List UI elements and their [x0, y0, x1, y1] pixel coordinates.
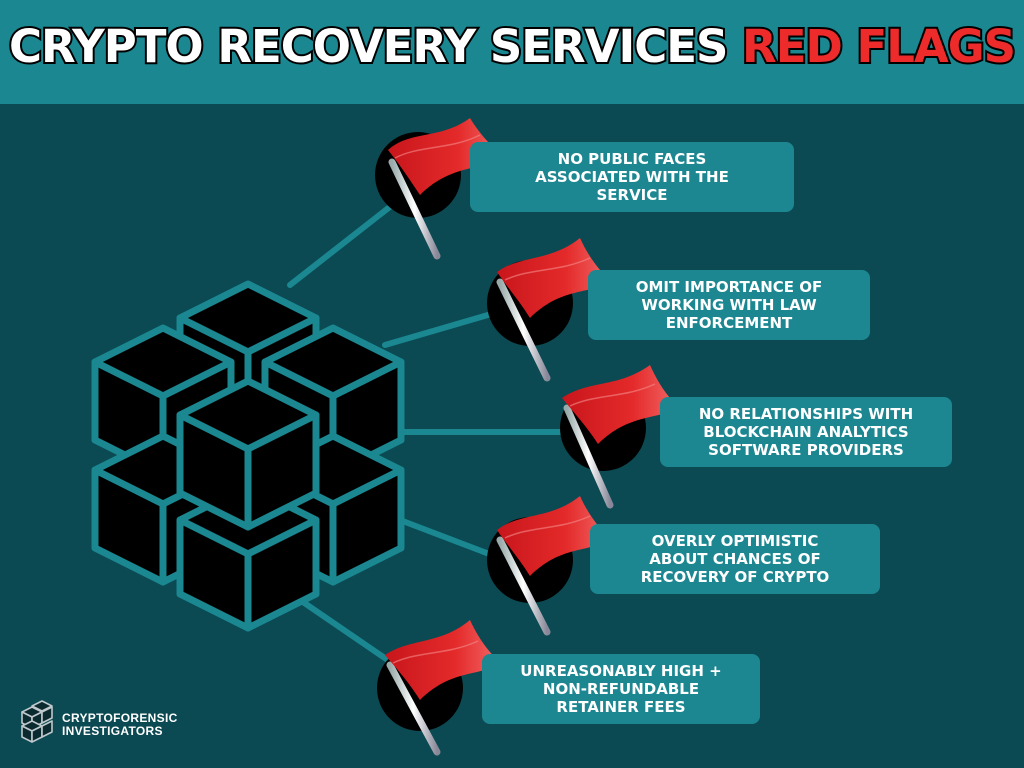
brand-name-line1: CRYPTOFORENSIC: [62, 711, 178, 725]
blockchain-cubes-icon: [91, 280, 405, 632]
brand-name-line2: INVESTIGATORS: [62, 724, 163, 738]
connector-line: [382, 307, 508, 348]
flag-label: OMIT IMPORTANCE OF WORKING WITH LAW ENFO…: [635, 278, 823, 332]
title-main: CRYPTO RECOVERY SERVICES: [7, 18, 730, 75]
flag-card-2: OMIT IMPORTANCE OF WORKING WITH LAW ENFO…: [588, 270, 870, 340]
flag-label: OVERLY OPTIMISTIC ABOUT CHANCES OF RECOV…: [640, 532, 830, 586]
red-flag-icon: [487, 238, 612, 382]
red-flag-icon: [377, 620, 502, 756]
flag-card-3: NO RELATIONSHIPS WITH BLOCKCHAIN ANALYTI…: [660, 397, 952, 467]
logo-cube-icon: [21, 700, 53, 743]
page-title: CRYPTO RECOVERY SERVICES RED FLAGS: [0, 17, 1024, 77]
title-highlight: RED FLAGS: [740, 18, 1018, 75]
connector-lines: [287, 192, 573, 668]
connector-line: [297, 597, 398, 668]
red-flag-icon: [487, 496, 612, 636]
flag-label: NO PUBLIC FACES ASSOCIATED WITH THE SERV…: [535, 150, 729, 204]
red-flag-icon: [560, 365, 680, 509]
connector-line: [287, 192, 408, 288]
connector-line: [397, 517, 508, 563]
flag-card-5: UNREASONABLY HIGH + NON-REFUNDABLE RETAI…: [482, 654, 760, 724]
header-banner: [0, 0, 1024, 104]
flag-card-4: OVERLY OPTIMISTIC ABOUT CHANCES OF RECOV…: [590, 524, 880, 594]
flag-card-1: NO PUBLIC FACES ASSOCIATED WITH THE SERV…: [470, 142, 794, 212]
flag-label: UNREASONABLY HIGH + NON-REFUNDABLE RETAI…: [520, 662, 722, 716]
brand-logo: CRYPTOFORENSIC INVESTIGATORS: [62, 712, 178, 738]
red-flag-icon: [375, 118, 505, 260]
flag-label: NO RELATIONSHIPS WITH BLOCKCHAIN ANALYTI…: [698, 405, 914, 459]
